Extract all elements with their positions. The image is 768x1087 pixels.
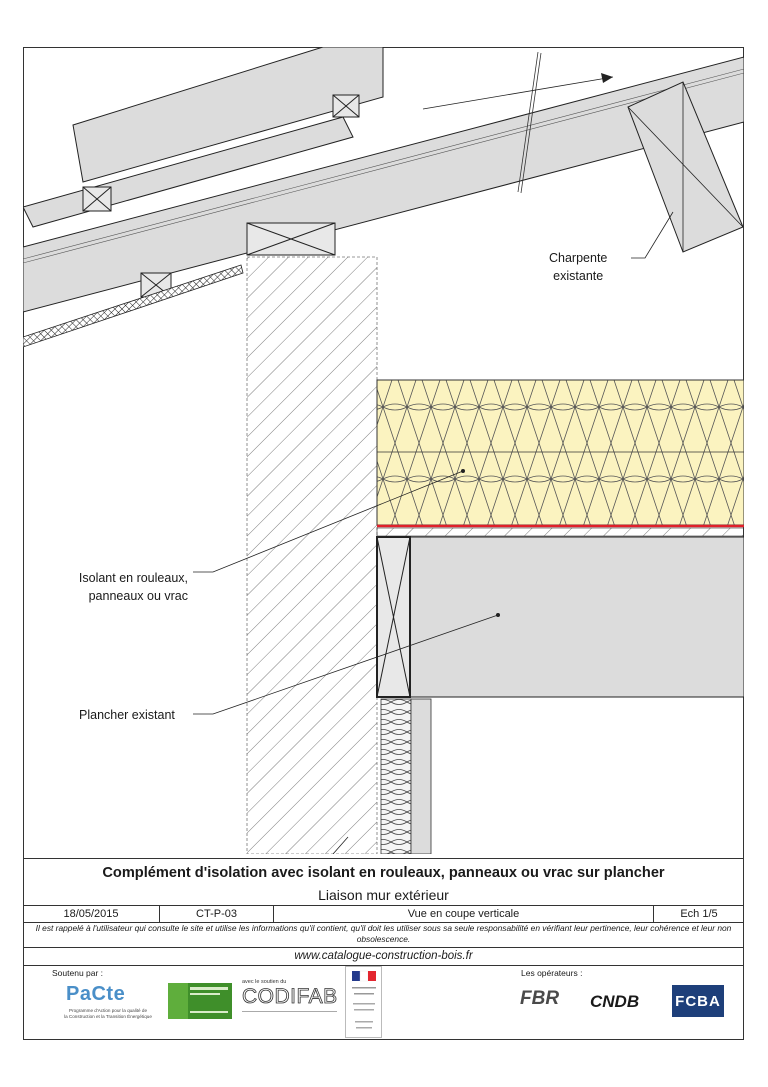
isolant-label: Isolant en rouleaux, panneaux ou vrac xyxy=(68,569,188,605)
date-cell: 18/05/2015 xyxy=(23,905,160,922)
section-drawing xyxy=(23,47,744,854)
operators-label: Les opérateurs : xyxy=(521,968,583,978)
charpente-label: Charpente existante xyxy=(549,249,607,285)
cndb-logo-text: CNDB xyxy=(590,992,640,1011)
charpente-label-line1: Charpente xyxy=(549,251,608,265)
view-cell: Vue en coupe verticale xyxy=(274,905,654,922)
pacte-logo-text: PaCte xyxy=(66,983,126,1005)
reference-cell: CT-P-03 xyxy=(160,905,274,922)
roof-tile-upper xyxy=(72,47,384,183)
leader-isolant xyxy=(193,470,464,573)
pacte-tagline-1: Programme d'Action pour la qualité de xyxy=(69,1008,147,1013)
roof-assembly xyxy=(23,47,744,348)
website-link[interactable]: www.catalogue-construction-bois.fr xyxy=(23,947,744,966)
ministry-logo xyxy=(345,966,382,1038)
leader-charpente xyxy=(631,211,674,259)
codifab-logo-text: CODIFAB xyxy=(242,985,338,1009)
floor-insulation xyxy=(376,379,744,526)
info-row: 18/05/2015 CT-P-03 Vue en coupe vertical… xyxy=(23,905,744,923)
disclaimer: Il est rappelé à l'utilisateur qui consu… xyxy=(23,923,744,948)
isolant-label-line2: panneaux ou vrac xyxy=(88,589,188,603)
supported-by-label: Soutenu par : xyxy=(52,968,104,978)
leader-plancher xyxy=(193,614,499,715)
existing-rafter xyxy=(627,81,744,253)
pacte-tagline-2: la Construction et la Transition Énergét… xyxy=(64,1014,152,1019)
drawing-subtitle: Liaison mur extérieur xyxy=(23,885,744,906)
france-bois-foret-icon xyxy=(168,983,228,1019)
codifab-logo: avec le soutien du CODIFAB xyxy=(242,979,338,1018)
fbr-logo-text: FBR xyxy=(520,988,560,1009)
fbr-logo: FBR xyxy=(520,988,580,1010)
fcba-logo: FCBA xyxy=(672,985,724,1017)
floor-joist xyxy=(376,536,744,698)
drawing-title: Complément d'isolation avec isolant en r… xyxy=(23,858,744,886)
floor-board xyxy=(376,527,744,537)
plancher-label: Plancher existant xyxy=(79,708,175,722)
underlay-mesh xyxy=(23,264,244,348)
leader-titleblock xyxy=(332,836,349,854)
wall-insulation xyxy=(380,698,412,854)
marianne-icon xyxy=(352,970,376,1029)
isolant-label-line1: Isolant en rouleaux, xyxy=(78,571,188,585)
exterior-wall xyxy=(246,256,378,854)
pacte-logo: PaCte Programme d'Action pour la qualité… xyxy=(58,983,158,1020)
france-bois-foret-logo xyxy=(168,983,232,1019)
wall-lining xyxy=(410,698,432,854)
codifab-intro: avec le soutien du xyxy=(242,979,287,985)
charpente-label-line2: existante xyxy=(553,269,604,283)
scale-cell: Ech 1/5 xyxy=(680,907,718,920)
fcba-logo-text: FCBA xyxy=(675,992,721,1010)
cndb-logo: CNDB xyxy=(590,992,660,1012)
